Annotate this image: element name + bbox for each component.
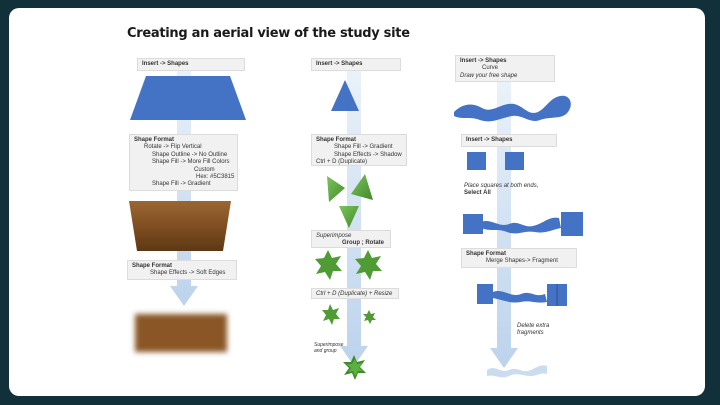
col1-format-line-3: Shape Fill -> More Fill Colors	[152, 159, 230, 166]
col3-insert2-label: Insert -> Shapes	[466, 137, 513, 143]
col3-draw-label: Draw your free shape	[460, 72, 518, 79]
col3-curve-label: Curve	[482, 65, 499, 72]
col1-insert-label: Insert -> Shapes	[142, 61, 189, 67]
col2-dup-resize-box: Ctrl + D (Duplicate) + Resize	[311, 288, 399, 299]
col2-format-title: Shape Format	[316, 137, 357, 143]
slide: Creating an aerial view of the study sit…	[9, 8, 705, 396]
fragmented-shape	[477, 284, 567, 306]
green-star-cluster-large	[315, 250, 382, 280]
col2-format-line-1: Shape Fill -> Gradient	[334, 144, 393, 151]
col2-superimpose-group-line-1: Superimpose	[314, 342, 344, 348]
slide-title: Creating an aerial view of the study sit…	[127, 26, 410, 41]
blue-triangle-shape	[331, 80, 359, 111]
col2-format-line-2: Shape Effects -> Shadow	[334, 151, 402, 158]
col2-group-rotate-label: Group ; Rotate	[342, 240, 384, 247]
col1-format-box: Shape Format Rotate -> Flip Vertical Sha…	[129, 134, 238, 191]
col3-place-note: Place squares at both ends, Select All	[464, 183, 538, 198]
col2-superimpose-label: Superimpose	[316, 233, 352, 239]
col2-superimpose-box: Superimpose Group ; Rotate	[311, 230, 391, 248]
col3-format-box: Shape Format Merge Shapes-> Fragment	[461, 248, 577, 268]
faded-final-curve-shape	[487, 365, 547, 378]
green-star-cluster-small	[322, 304, 376, 325]
col1-format-line-2: Shape Outline -> No Outline	[152, 151, 228, 158]
col1-format-line-1: Rotate -> Flip Vertical	[144, 144, 202, 151]
soft-edge-soil-shape	[135, 314, 227, 352]
col3-delete-line-1: Delete extra	[517, 323, 550, 329]
col3-insert2-box: Insert -> Shapes	[461, 134, 557, 147]
col1-format2-line: Shape Effects -> Soft Edges	[150, 270, 226, 277]
col2-format-box: Shape Format Shape Fill -> Gradient Shap…	[311, 134, 407, 166]
col1-format-title: Shape Format	[134, 137, 175, 143]
col2-dup-resize-label: Ctrl + D (Duplicate) + Resize	[316, 291, 393, 297]
col2-duplicate-label: Ctrl + D (Duplicate)	[316, 159, 368, 166]
col3-select-all-label: Select All	[464, 190, 491, 197]
col3-delete-line-2: fragments	[517, 330, 544, 337]
col3-delete-note: Delete extra fragments	[517, 323, 549, 338]
blue-freeform-curve-shape	[454, 95, 571, 122]
col1-format-line-6: Shape Fill -> Gradient	[152, 181, 211, 188]
col1-format-line-4: Custom	[194, 166, 215, 173]
green-star-final	[343, 355, 366, 380]
col3-format-title: Shape Format	[466, 251, 507, 257]
col1-format-line-5: Hex: #5C3815	[196, 174, 235, 181]
col3-merge-label: Merge Shapes-> Fragment	[486, 258, 558, 265]
blue-trapezoid-shape	[130, 76, 246, 120]
col2-superimpose-group-note: Superimpose and group	[314, 342, 343, 354]
col1-insert-box: Insert -> Shapes	[137, 58, 245, 71]
blue-squares-shape	[467, 152, 524, 170]
col3-insert-label: Insert -> Shapes	[460, 58, 507, 64]
col3-insert-box: Insert -> Shapes Curve Draw your free sh…	[455, 55, 555, 82]
col3-place-label: Place squares at both ends,	[464, 183, 539, 189]
col1-format2-title: Shape Format	[132, 263, 173, 269]
col2-insert-box: Insert -> Shapes	[311, 58, 401, 71]
col1-format2-box: Shape Format Shape Effects -> Soft Edges	[127, 260, 237, 280]
curve-with-squares-shape	[463, 212, 583, 236]
col2-superimpose-group-line-2: and group	[314, 348, 337, 354]
col2-insert-label: Insert -> Shapes	[316, 61, 363, 67]
green-triangles-shape	[327, 174, 373, 228]
soil-trapezoid-shape	[129, 201, 231, 251]
